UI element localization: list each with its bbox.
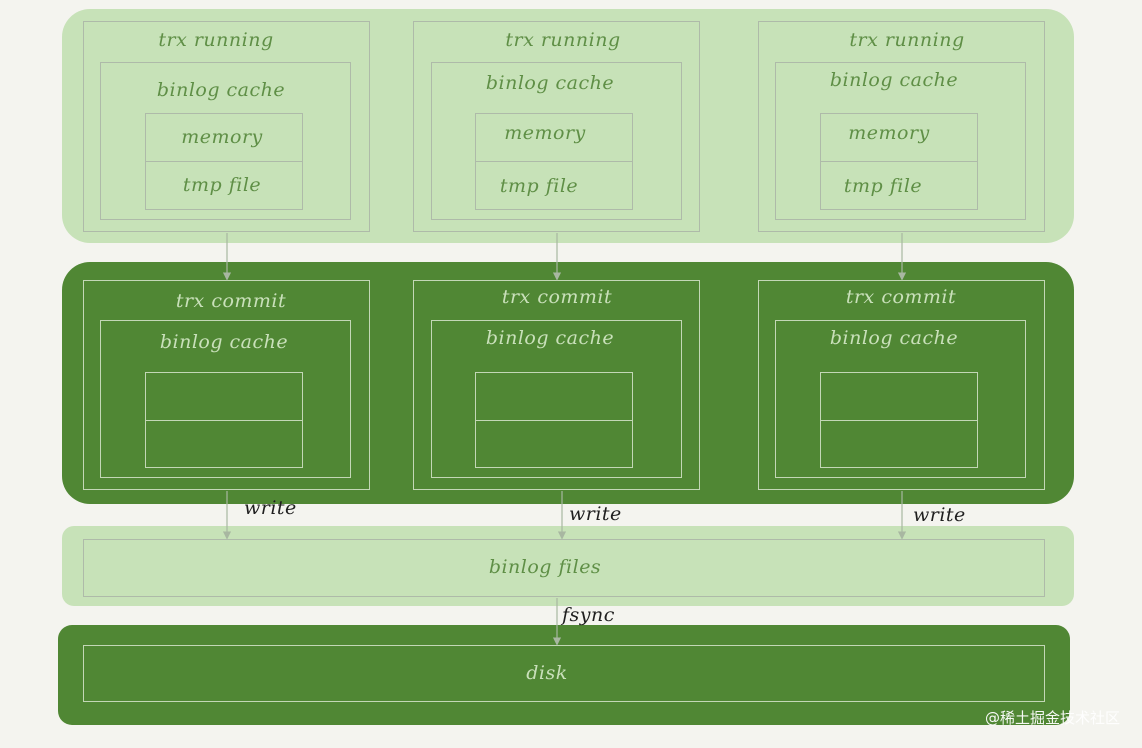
binlog-cache-label: binlog cache bbox=[485, 327, 615, 349]
binlog-cache-label: binlog cache bbox=[829, 69, 959, 91]
trx-running-box bbox=[413, 21, 700, 232]
trx-running-title: trx running bbox=[849, 29, 965, 51]
memory-label: memory bbox=[848, 122, 930, 144]
tmp-file-label: tmp file bbox=[499, 175, 579, 197]
disk-box bbox=[83, 645, 1045, 702]
memory-label: memory bbox=[504, 122, 586, 144]
write-label: write bbox=[913, 504, 966, 526]
trx-running-box bbox=[758, 21, 1045, 232]
trx-running-title: trx running bbox=[505, 29, 621, 51]
binlog-cache-box bbox=[775, 320, 1026, 478]
binlog-cache-label: binlog cache bbox=[485, 72, 615, 94]
cache-divider bbox=[820, 420, 978, 421]
cache-divider bbox=[145, 420, 303, 421]
cache-divider bbox=[475, 161, 633, 162]
trx-running-box bbox=[83, 21, 370, 232]
binlog-cache-box bbox=[100, 62, 351, 220]
trx-commit-layer bbox=[62, 262, 1074, 504]
trx-running-layer bbox=[62, 9, 1074, 243]
binlog-cache-label: binlog cache bbox=[159, 331, 289, 353]
write-label: write bbox=[569, 503, 622, 525]
tmp-file-label: tmp file bbox=[182, 174, 262, 196]
binlog-files-label: binlog files bbox=[488, 556, 602, 578]
tmp-file-label: tmp file bbox=[843, 175, 923, 197]
cache-divider bbox=[145, 161, 303, 162]
binlog-cache-label: binlog cache bbox=[156, 79, 286, 101]
fsync-label: fsync bbox=[562, 604, 615, 626]
trx-running-title: trx running bbox=[158, 29, 274, 51]
disk-layer bbox=[58, 625, 1070, 725]
trx-commit-title: trx commit bbox=[175, 290, 287, 312]
binlog-cache-box bbox=[775, 62, 1026, 220]
memory-label: memory bbox=[181, 126, 263, 148]
trx-commit-title: trx commit bbox=[845, 286, 957, 308]
binlog-cache-box bbox=[100, 320, 351, 478]
trx-commit-title: trx commit bbox=[501, 286, 613, 308]
cache-divider bbox=[475, 420, 633, 421]
disk-label: disk bbox=[526, 662, 568, 684]
watermark: @稀土掘金技术社区 bbox=[984, 709, 1120, 727]
binlog-cache-box bbox=[431, 62, 682, 220]
write-label: write bbox=[244, 497, 297, 519]
binlog-cache-label: binlog cache bbox=[829, 327, 959, 349]
cache-divider bbox=[820, 161, 978, 162]
binlog-cache-box bbox=[431, 320, 682, 478]
